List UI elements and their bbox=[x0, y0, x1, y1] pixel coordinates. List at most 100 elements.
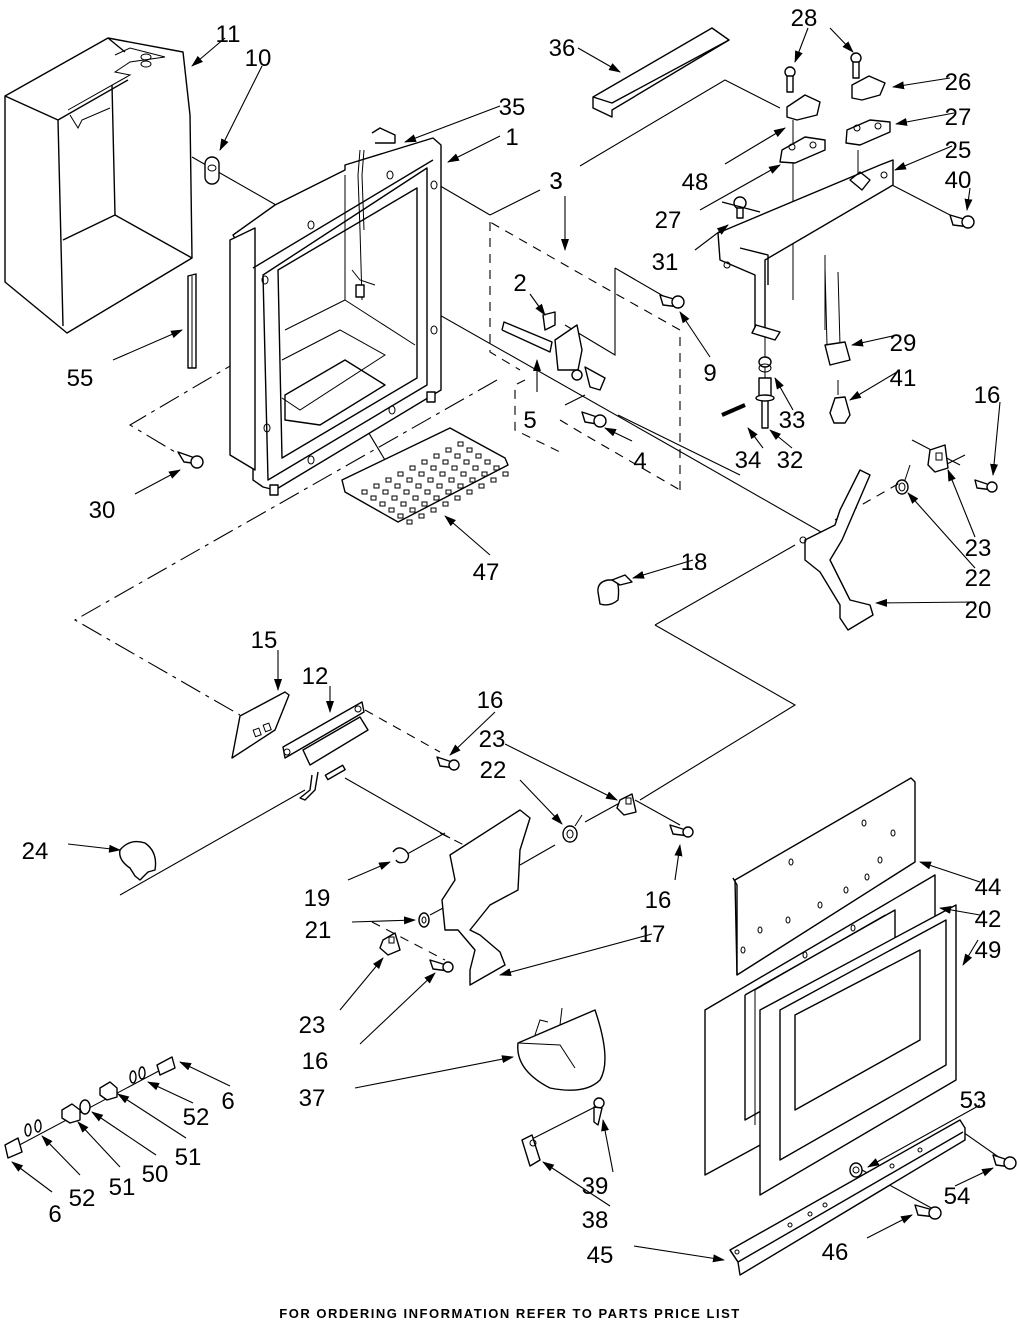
leader-arrow bbox=[148, 1082, 193, 1103]
leader-arrow bbox=[993, 402, 1000, 475]
grille-hole bbox=[467, 490, 472, 494]
part-29-heater bbox=[825, 268, 850, 365]
callout-number: 27 bbox=[655, 207, 682, 234]
callout-39: 39 bbox=[582, 1120, 613, 1200]
grille-hole bbox=[407, 520, 412, 524]
leader-arrow bbox=[908, 493, 975, 568]
callout-number: 54 bbox=[944, 1183, 971, 1210]
part-10-clip bbox=[205, 157, 219, 184]
callout-number: 26 bbox=[945, 69, 972, 96]
callout-28: 28 bbox=[791, 5, 818, 62]
callout-54: 54 bbox=[944, 1168, 993, 1210]
part-53-washer bbox=[850, 1163, 862, 1177]
part-36-channel bbox=[593, 28, 729, 117]
part-32-shaft bbox=[756, 378, 774, 428]
callout-2: 2 bbox=[513, 270, 545, 315]
callout-number: 28 bbox=[791, 5, 818, 32]
callout-number: 3 bbox=[549, 168, 562, 195]
callout-number: 1 bbox=[505, 124, 518, 151]
callout-29: 29 bbox=[852, 330, 916, 357]
callout-20: 20 bbox=[876, 597, 991, 624]
callout-number: 34 bbox=[735, 447, 762, 474]
callout-52: 52 bbox=[148, 1082, 209, 1131]
callout-number: 4 bbox=[633, 448, 646, 475]
part-37-chute bbox=[518, 1008, 605, 1090]
leader-arrow bbox=[505, 744, 617, 800]
part-41-cap bbox=[830, 397, 850, 423]
grille-hole bbox=[491, 478, 496, 482]
callout-number: 20 bbox=[965, 597, 992, 624]
callout-number: 27 bbox=[945, 104, 972, 131]
callout-number: 45 bbox=[587, 1242, 614, 1269]
callout-number: 52 bbox=[69, 1185, 96, 1212]
part-52-orings-right bbox=[130, 1067, 145, 1083]
leader-arrow bbox=[680, 312, 710, 357]
part-52-orings-left bbox=[25, 1120, 41, 1136]
callout-37: 37 bbox=[299, 1057, 513, 1112]
part-46-screw bbox=[915, 1205, 941, 1219]
part-22-spring-upper bbox=[896, 465, 910, 494]
callout-number: 49 bbox=[975, 937, 1002, 964]
leader-arrow bbox=[118, 1094, 186, 1138]
part-38-clip bbox=[522, 1135, 540, 1166]
leader-arrow bbox=[340, 958, 383, 1010]
callout-number: 23 bbox=[965, 535, 992, 562]
callout-number: 41 bbox=[890, 365, 917, 392]
callout-number: 55 bbox=[67, 365, 94, 392]
callout-number: 51 bbox=[109, 1174, 136, 1201]
leader-arrow bbox=[578, 48, 620, 72]
callout-19: 19 bbox=[304, 862, 390, 912]
callout-number: 16 bbox=[974, 382, 1001, 409]
leader-arrow bbox=[42, 1136, 80, 1175]
part-25-bracket bbox=[718, 160, 893, 340]
part-20-pedal bbox=[800, 470, 873, 630]
callout-number: 36 bbox=[549, 35, 576, 62]
part-51-nut-left bbox=[62, 1104, 80, 1123]
part-15-plate bbox=[232, 692, 289, 758]
callout-number: 44 bbox=[975, 874, 1002, 901]
leader-arrow bbox=[352, 920, 415, 922]
callout-11: 11 bbox=[192, 21, 240, 66]
leader-arrow bbox=[135, 470, 180, 494]
callout-9: 9 bbox=[680, 312, 717, 387]
callout-number: 6 bbox=[48, 1201, 61, 1228]
part-11-cover bbox=[5, 38, 192, 333]
leader-arrow bbox=[605, 428, 632, 441]
leader-arrow bbox=[78, 1122, 120, 1167]
callout-number: 11 bbox=[216, 21, 241, 48]
leader-arrow bbox=[893, 78, 950, 87]
callout-number: 46 bbox=[822, 1239, 849, 1266]
part-50-sleeve bbox=[80, 1100, 90, 1114]
leader-arrow bbox=[830, 28, 853, 52]
part-16-screw-upper bbox=[975, 480, 997, 492]
callout-number: 19 bbox=[304, 885, 331, 912]
callout-30: 30 bbox=[89, 470, 180, 524]
callout-number: 32 bbox=[777, 447, 804, 474]
part-21-washer bbox=[419, 913, 429, 927]
callout-number: 9 bbox=[703, 360, 716, 387]
callout-24: 24 bbox=[22, 838, 120, 865]
leader-arrow bbox=[448, 136, 500, 162]
callout-number: 52 bbox=[183, 1104, 210, 1131]
part-23-bracket-upper bbox=[928, 445, 948, 472]
callout-number: 48 bbox=[682, 169, 709, 196]
part-18-clip bbox=[598, 575, 632, 605]
leader-arrow bbox=[92, 1112, 156, 1155]
callout-number: 18 bbox=[681, 549, 708, 576]
callout-number: 17 bbox=[639, 921, 666, 948]
leader-arrow bbox=[445, 516, 490, 555]
part-23-bracket-lower bbox=[380, 933, 400, 955]
callout-number: 33 bbox=[779, 407, 806, 434]
callout-45: 45 bbox=[587, 1242, 724, 1269]
callout-number: 22 bbox=[480, 757, 507, 784]
part-27-plate-left bbox=[780, 137, 825, 163]
leader-arrow bbox=[68, 844, 120, 850]
part-16-screw-lower bbox=[430, 960, 453, 972]
callout-18: 18 bbox=[633, 549, 707, 578]
callout-26: 26 bbox=[893, 69, 971, 96]
callout-number: 16 bbox=[477, 687, 504, 714]
part-1-housing bbox=[230, 128, 441, 495]
leader-arrow bbox=[748, 428, 763, 448]
callout-number: 31 bbox=[652, 249, 679, 276]
leader-arrow bbox=[795, 28, 808, 62]
